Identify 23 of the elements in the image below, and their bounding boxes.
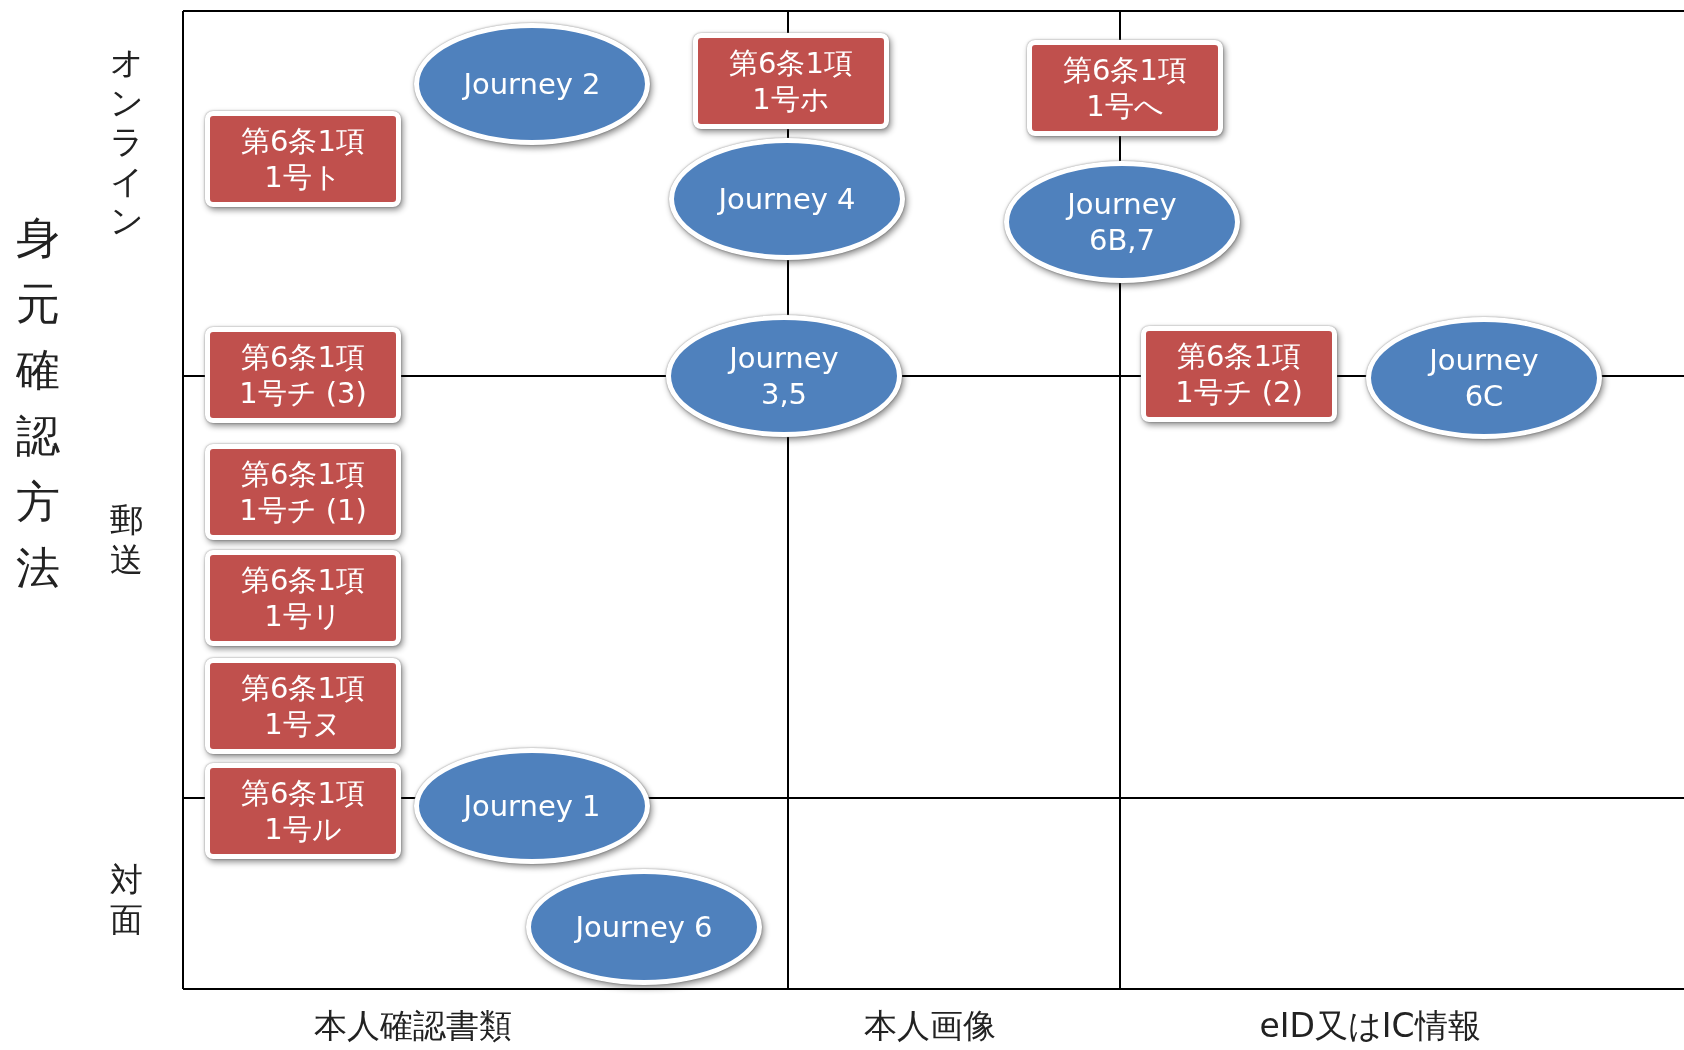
row-label: 対面 [110, 860, 143, 940]
column-label: 本人画像 [863, 1008, 997, 1045]
node-text: Journey 2 [461, 65, 602, 103]
node-text: 第6条1項 1号チ (2) [1174, 337, 1304, 411]
column-label: eID又はIC情報 [1258, 1008, 1482, 1045]
row-label: 郵送 [110, 500, 143, 580]
node-text: Journey 6B,7 [1064, 185, 1178, 259]
node-text: Journey 6 [573, 908, 714, 946]
node-text: 第6条1項 1号ホ [728, 44, 854, 118]
column-label: 本人確認書類 [313, 1008, 513, 1045]
node-text: Journey 1 [461, 787, 602, 825]
node-text: 第6条1項 1号ル [240, 774, 366, 848]
node-text: 第6条1項 1号チ (1) [238, 455, 368, 529]
node-text: 第6条1項 1号ヌ [240, 669, 366, 743]
node-text: Journey 4 [716, 180, 857, 218]
node-text: 第6条1項 1号へ [1062, 51, 1188, 125]
node-text: 第6条1項 1号ト [240, 122, 366, 196]
node-text: 第6条1項 1号チ (3) [238, 338, 368, 412]
axis-title: 身元確認方法 [16, 211, 60, 595]
node-text: Journey 3,5 [726, 339, 840, 413]
node-text: 第6条1項 1号リ [240, 561, 366, 635]
node-text: Journey 6C [1426, 341, 1540, 415]
row-label: オンライン [110, 43, 143, 241]
